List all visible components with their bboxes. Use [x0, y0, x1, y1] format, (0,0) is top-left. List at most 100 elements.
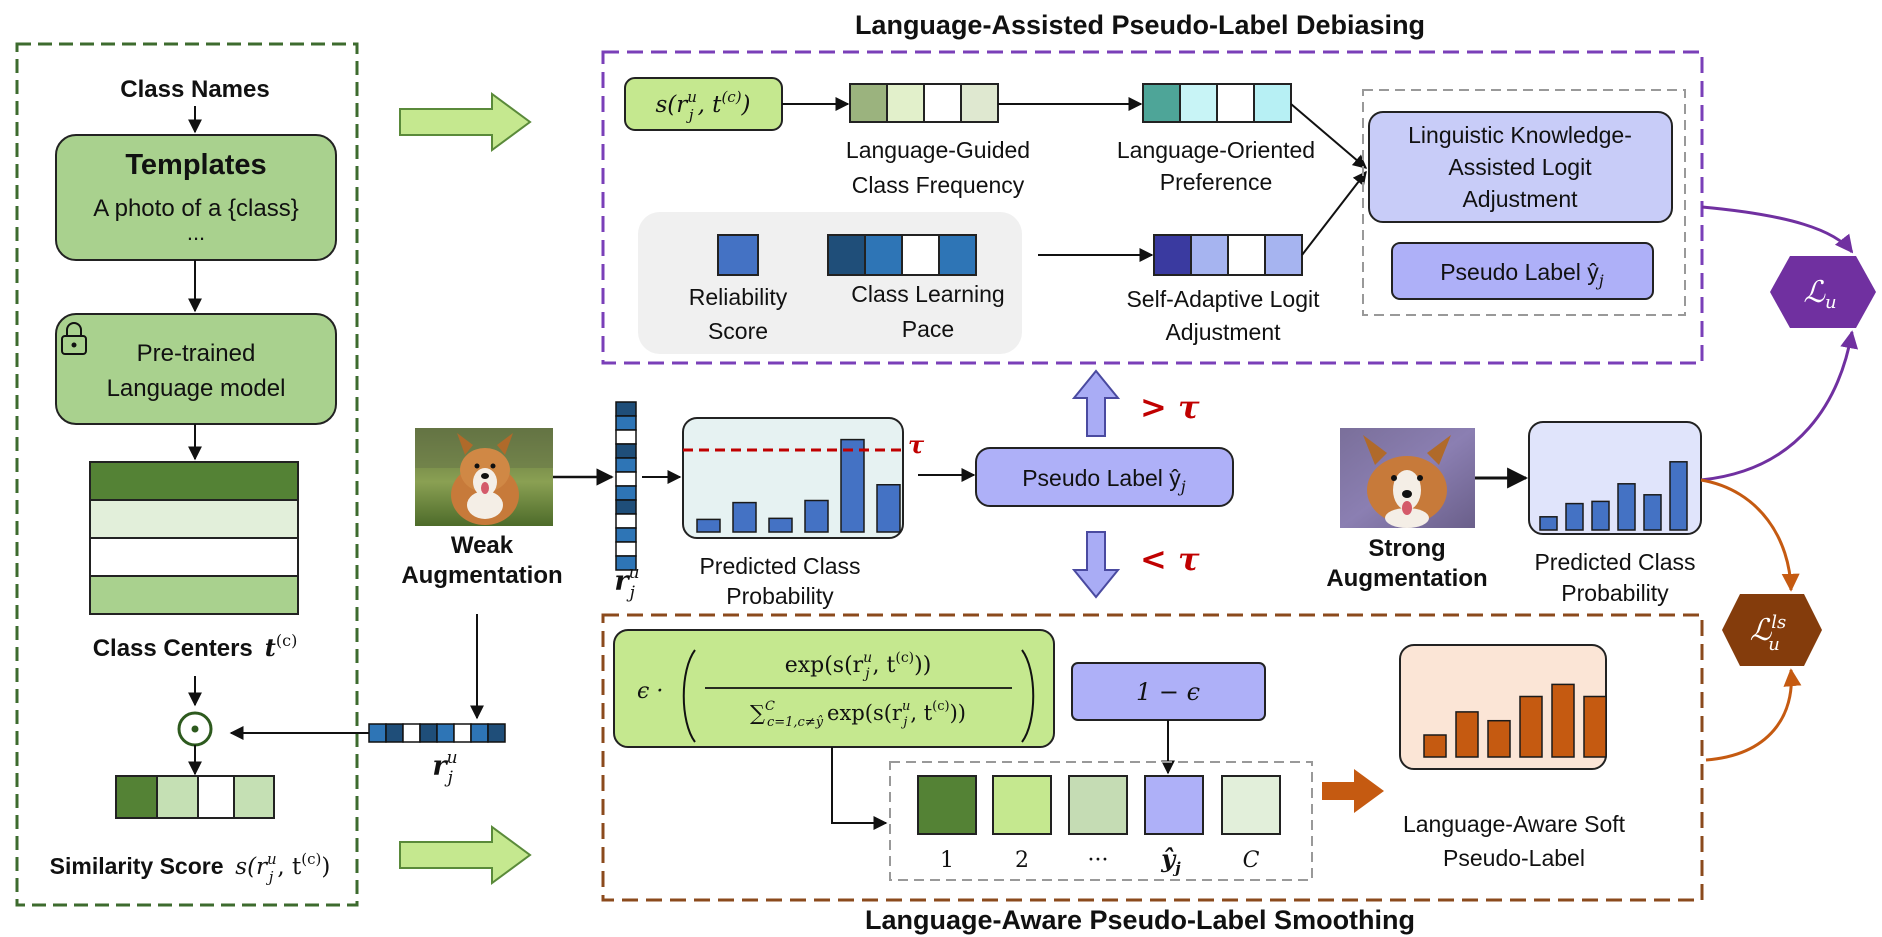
idx-dots: ···: [1088, 848, 1109, 873]
pred2-line1: Predicted Class: [1534, 549, 1695, 575]
bar: [1455, 711, 1479, 758]
tau-label: τ: [908, 430, 925, 459]
feature-cell: [615, 541, 637, 557]
feature-cell: [436, 723, 455, 743]
preference-vector: [1142, 83, 1292, 123]
purple-curve-top: [1701, 205, 1854, 254]
lt-tau: < τ: [1140, 540, 1200, 578]
pred-line1: Predicted Class: [699, 553, 860, 579]
weak-line1: Weak: [451, 532, 514, 559]
reliability-line2: Score: [708, 318, 768, 344]
feature-vector-horizontal: [368, 723, 506, 743]
soft-line2: Pseudo-Label: [1443, 845, 1585, 871]
feature-cell: [615, 555, 637, 571]
lkala-line1: Linguistic Knowledge-: [1408, 122, 1632, 148]
bar: [876, 484, 901, 533]
loss-u-label: ℒu: [1803, 275, 1836, 313]
feature-cell: [615, 401, 637, 417]
bar: [840, 438, 865, 533]
class-names-label: Class Names: [120, 76, 269, 103]
freq-line1: Language-Guided: [846, 137, 1030, 163]
lkala-box: [1368, 111, 1673, 223]
smoothing-title: Language-Aware Pseudo-Label Smoothing: [865, 905, 1415, 935]
feature-cell: [615, 499, 637, 515]
mid-pseudo-label-text: Pseudo Label ŷj: [1022, 465, 1186, 496]
weak-line2: Augmentation: [401, 562, 562, 589]
feature-cell: [615, 457, 637, 473]
green-arrow-bottom: [399, 825, 532, 885]
feature-cell: [487, 723, 506, 743]
strong-line1: Strong: [1368, 535, 1445, 562]
bar: [1669, 461, 1688, 531]
lm-line1: Pre-trained: [137, 340, 256, 367]
lock-icon: [61, 322, 87, 355]
soft-label-cells: [917, 775, 1281, 835]
bar: [696, 518, 721, 533]
lkala-group-border: [1362, 89, 1686, 316]
class-centers-label: Class Centers t(c): [93, 631, 298, 662]
sala-line2: Adjustment: [1165, 319, 1281, 345]
sala-vector: [1153, 234, 1303, 276]
feature-cell: [615, 485, 637, 501]
class-pace-vector: [827, 234, 977, 276]
up-arrow: [1071, 369, 1121, 437]
reliability-cell: [717, 234, 759, 276]
orange-arrow: [1322, 769, 1384, 813]
soft-label-group-border: [889, 761, 1313, 881]
weak-image: [415, 428, 553, 526]
bar: [1643, 494, 1662, 531]
bar: [1565, 502, 1584, 531]
feature-vector-vertical: [615, 401, 637, 571]
lkala-line3: Adjustment: [1462, 186, 1578, 212]
bar: [1583, 695, 1607, 758]
feature-cell: [368, 723, 387, 743]
pred2-chart-bars: [1539, 461, 1688, 531]
orange-curve-bottom: [1705, 668, 1802, 762]
left-panel: Class Names Templates A photo of a {clas…: [15, 42, 359, 907]
idx-2: 2: [1015, 848, 1029, 873]
freq-line2: Class Frequency: [852, 172, 1025, 198]
pace-line2: Pace: [902, 316, 954, 342]
lkala-line2: Assisted Logit: [1448, 154, 1592, 180]
bar: [768, 517, 793, 533]
soft-label-chart-bars: [1423, 683, 1607, 758]
purple-curve-bottom: [1700, 330, 1859, 482]
idx-yhat: ŷj: [1160, 844, 1181, 877]
reliability-line1: Reliability: [689, 284, 788, 310]
mid-pseudo-label-box: [975, 447, 1234, 507]
template-example: A photo of a {class}: [93, 195, 299, 222]
language-model-box: [55, 313, 337, 425]
pace-line1: Class Learning: [851, 281, 1004, 307]
lm-line2: Language model: [107, 375, 286, 402]
gt-tau: > τ: [1140, 388, 1200, 426]
one-minus-eps-text: 1 − ϵ: [1136, 678, 1200, 706]
soft-line1: Language-Aware Soft: [1403, 811, 1626, 837]
feature-cell: [385, 723, 404, 743]
loss-ls-hexagon: [1722, 594, 1822, 666]
orange-curve-top: [1700, 478, 1800, 592]
smoothing-panel: Language-Aware Pseudo-Label Smoothing ϵ …: [601, 613, 1704, 935]
bar: [1591, 500, 1610, 531]
idx-1: 1: [940, 848, 954, 873]
bar: [732, 501, 757, 533]
bar: [1539, 516, 1558, 531]
pred-chart-bars: [696, 438, 901, 533]
hadamard-icon: [177, 711, 213, 747]
strong-image: [1340, 428, 1475, 528]
feature-cell: [615, 527, 637, 543]
bar: [1617, 483, 1636, 531]
down-arrow: [1071, 531, 1121, 599]
idx-c: C: [1243, 848, 1260, 873]
feature-cell: [615, 513, 637, 529]
left-panel-border: [15, 42, 359, 907]
feature-cell: [402, 723, 421, 743]
debiasing-title: Language-Assisted Pseudo-Label Debiasing: [855, 10, 1425, 40]
strong-line2: Augmentation: [1326, 565, 1487, 592]
feature-cell: [615, 415, 637, 431]
